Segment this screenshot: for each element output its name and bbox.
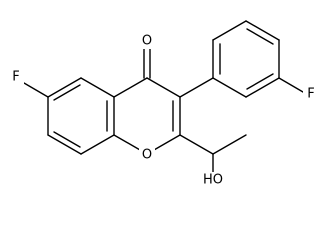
bond-c7-c8 — [47, 134, 82, 155]
bond-c8-c8a — [80, 134, 115, 155]
bond-ph3-ph4 — [245, 20, 280, 41]
bond-ph5-ph6 — [245, 77, 280, 98]
bond-ph2-ph3 — [212, 20, 247, 41]
ring-oxygen-label: O — [142, 148, 152, 163]
bond-c4a-c5 — [80, 77, 115, 98]
bond-ph5-f — [278, 77, 304, 93]
bond-c4-c3 — [146, 77, 181, 98]
carbonyl-oxygen-label: O — [142, 34, 152, 49]
chromone-fluorine-label: F — [12, 70, 19, 85]
chemical-structure-diagram: O O F F HO — [12, 20, 315, 188]
bond-c5-c6 — [47, 77, 82, 98]
bond-c3-ph1 — [179, 77, 214, 98]
phenyl-fluorine-label: F — [307, 87, 314, 102]
bond-c6-f — [23, 82, 49, 98]
bond-ch-ch3 — [212, 134, 247, 155]
bond-c2-ch — [179, 134, 214, 155]
bond-c4a-c4 — [113, 77, 148, 98]
hydroxyl-label: HO — [203, 173, 223, 188]
molecule-svg: O O F F HO — [12, 20, 315, 188]
bond-c7-c8-inner — [53, 131, 81, 148]
bond-ph5-ph6-inner — [246, 73, 274, 90]
bond-ph6-ph1 — [212, 77, 247, 98]
bond-ph3-ph4-inner — [246, 28, 274, 45]
bond-c5-c6-inner — [53, 84, 81, 101]
